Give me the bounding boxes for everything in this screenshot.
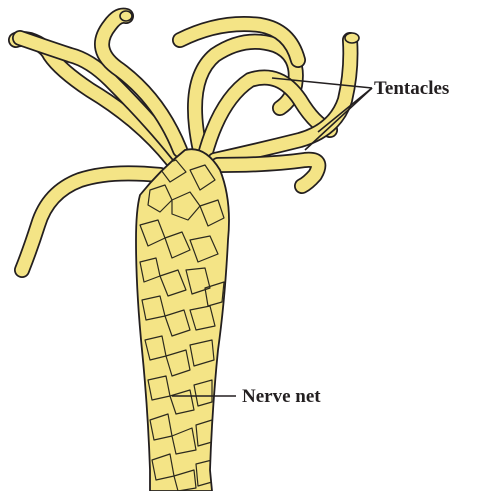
hydra-body <box>136 149 229 491</box>
tentacle-tip <box>345 33 359 43</box>
tentacle-tip <box>120 11 132 21</box>
tentacles-label: Tentacles <box>374 78 449 99</box>
nerve-net-label: Nerve net <box>242 386 321 407</box>
tentacle-right-low <box>218 160 318 186</box>
